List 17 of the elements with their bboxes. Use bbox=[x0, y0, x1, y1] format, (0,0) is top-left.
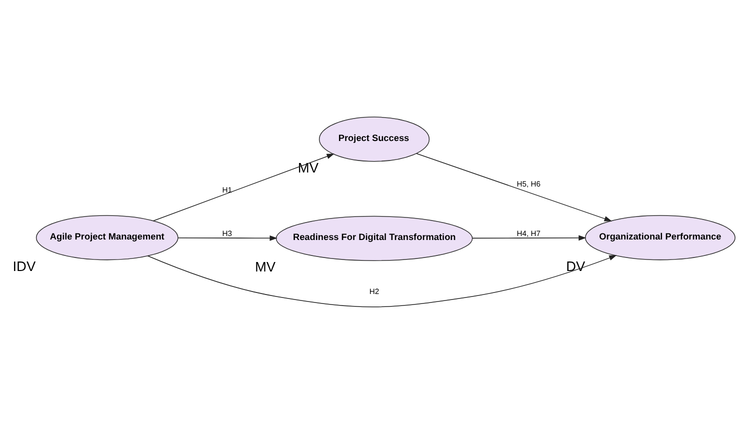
arrow bbox=[178, 235, 278, 241]
edge-label: H5, H6 bbox=[516, 180, 541, 189]
node-ellipse: Project Success bbox=[318, 116, 430, 162]
arrow bbox=[472, 235, 586, 241]
edge-label: H4, H7 bbox=[516, 229, 541, 238]
edge-label: H2 bbox=[369, 287, 380, 296]
node-label: IDV bbox=[12, 258, 36, 274]
edge-label: H1 bbox=[222, 186, 232, 195]
node-ellipse: Readiness For Digital Transformation bbox=[276, 216, 473, 261]
edge-label: H3 bbox=[222, 229, 232, 238]
arrow bbox=[416, 153, 612, 222]
node-ellipse: Agile Project Management bbox=[36, 215, 178, 260]
arrow bbox=[152, 154, 334, 222]
node-label: MV bbox=[254, 260, 276, 275]
node-label: DV bbox=[566, 258, 586, 274]
arrow bbox=[147, 255, 617, 308]
node-label: MV bbox=[298, 160, 319, 176]
